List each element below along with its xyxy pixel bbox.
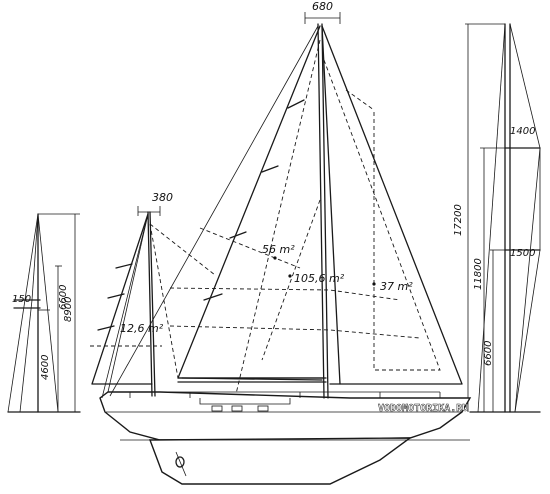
watermark: VODOMOTORIKA.RU — [378, 403, 468, 414]
right-mast-diagram — [465, 23, 541, 413]
left-lower-dim: 4600 — [40, 355, 51, 380]
right-upper-spreader-dim: 1400 — [510, 126, 535, 137]
main-sail-centroid — [273, 256, 277, 260]
jib-sail-centroid — [372, 282, 376, 286]
left-spreader-dim: 150 — [12, 294, 31, 305]
jib-sail-area: 37 m² — [380, 280, 413, 293]
mizzen-sail-area: 12,6 m² — [120, 322, 164, 335]
left-total-dim: 8900 — [63, 297, 74, 322]
hull — [99, 391, 472, 485]
main-rig — [109, 12, 463, 399]
right-upper-dim: 11800 — [473, 258, 484, 290]
mizzen-rig — [90, 206, 216, 399]
mizzen-top-dim: 380 — [152, 191, 173, 204]
left-upper-dim: 6600 — [58, 285, 69, 310]
genoa-sail-centroid — [288, 274, 292, 278]
right-lower-dim: 6600 — [483, 341, 494, 366]
right-lower-spreader-dim: 1500 — [510, 248, 535, 259]
main-top-dim: 680 — [312, 0, 333, 13]
genoa-sail-area: 105,6 m² — [294, 272, 345, 285]
right-total-dim: 17200 — [453, 204, 464, 236]
left-mast-diagram — [7, 213, 81, 413]
main-sail-area: 56 m² — [262, 243, 295, 256]
